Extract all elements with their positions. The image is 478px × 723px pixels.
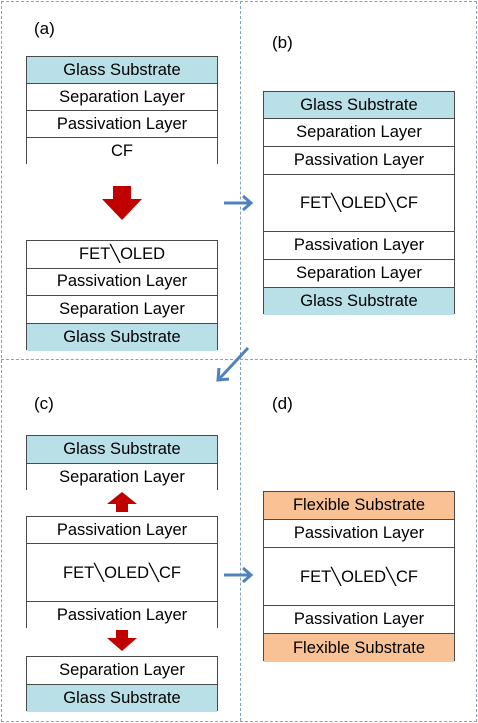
stack-d: Flexible Substrate Passivation Layer FET…: [263, 491, 455, 662]
layer-glass-substrate: Glass Substrate: [264, 288, 454, 315]
layer-flexible-substrate: Flexible Substrate: [264, 634, 454, 662]
layer-passivation: Passivation Layer: [264, 232, 454, 260]
layer-passivation: Passivation Layer: [264, 520, 454, 548]
layer-passivation: Passivation Layer: [27, 268, 217, 296]
red-down-arrow-icon: [102, 186, 142, 220]
layer-fet-oled-cf: FET╲OLED╲CF: [264, 175, 454, 232]
stack-c-top: Glass Substrate Separation Layer: [26, 435, 218, 491]
layer-glass-substrate: Glass Substrate: [27, 684, 217, 712]
stack-a-bottom: FET╲OLED Passivation Layer Separation La…: [26, 240, 218, 351]
blue-right-arrow-icon: [224, 194, 254, 212]
red-down-arrow-icon: [107, 630, 137, 651]
layer-flexible-substrate: Flexible Substrate: [264, 492, 454, 520]
layer-glass-substrate: Glass Substrate: [27, 57, 217, 84]
layer-separation: Separation Layer: [27, 463, 217, 491]
layer-separation: Separation Layer: [27, 84, 217, 111]
stack-a-top: Glass Substrate Separation Layer Passiva…: [26, 56, 218, 165]
layer-passivation: Passivation Layer: [27, 517, 217, 544]
blue-right-arrow-icon: [224, 566, 254, 584]
layer-fet-oled-cf: FET╲OLED╲CF: [27, 544, 217, 602]
layer-glass-substrate: Glass Substrate: [27, 436, 217, 464]
panel-label-d: (d): [272, 394, 293, 413]
layer-separation: Separation Layer: [264, 260, 454, 288]
panel-label-a: (a): [34, 19, 55, 38]
panel-label-c: (c): [34, 394, 54, 413]
layer-passivation: Passivation Layer: [264, 147, 454, 175]
stack-c-middle: Passivation Layer FET╲OLED╲CF Passivatio…: [26, 516, 218, 629]
blue-diagonal-arrow-icon: [216, 346, 250, 382]
panel-label-b: (b): [272, 33, 293, 52]
layer-passivation: Passivation Layer: [27, 602, 217, 629]
layer-separation: Separation Layer: [264, 119, 454, 147]
layer-fet-oled-cf: FET╲OLED╲CF: [264, 548, 454, 606]
layer-separation: Separation Layer: [27, 296, 217, 324]
layer-fet-oled: FET╲OLED: [27, 241, 217, 269]
layer-separation: Separation Layer: [27, 657, 217, 685]
red-up-arrow-icon: [107, 492, 137, 512]
stack-c-bottom: Separation Layer Glass Substrate: [26, 656, 218, 712]
stack-b: Glass Substrate Separation Layer Passiva…: [263, 91, 455, 315]
vertical-divider: [240, 1, 241, 721]
layer-glass-substrate: Glass Substrate: [264, 92, 454, 119]
layer-passivation: Passivation Layer: [264, 606, 454, 634]
layer-passivation: Passivation Layer: [27, 111, 217, 138]
layer-cf: CF: [27, 138, 217, 165]
layer-glass-substrate: Glass Substrate: [27, 323, 217, 351]
